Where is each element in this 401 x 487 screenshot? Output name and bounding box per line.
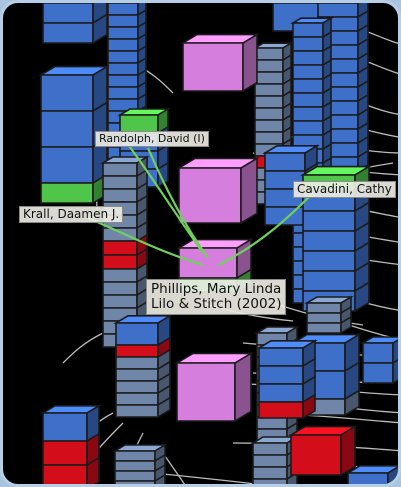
block-stack-7[interactable]: [38, 65, 110, 205]
node-label-text: Krall, Daamen J.: [23, 207, 120, 221]
pink-block-2[interactable]: [176, 156, 260, 225]
node-label-text: Randolph, David (I): [99, 132, 205, 145]
focused-node-title: Lilo & Stitch (2002): [151, 295, 282, 312]
block-stack-12[interactable]: [304, 295, 354, 335]
focused-node-tooltip: Phillips, Mary Linda Lilo & Stitch (2002…: [146, 279, 287, 315]
block-stack-21[interactable]: [288, 425, 358, 477]
node-label-krall[interactable]: Krall, Daamen J.: [19, 206, 124, 224]
block-stack-13[interactable]: [360, 336, 401, 385]
focused-node-name: Phillips, Mary Linda: [151, 281, 282, 297]
node-label-cavadini[interactable]: Cavadini, Cathy: [293, 181, 396, 199]
block-stack-17[interactable]: [256, 339, 318, 420]
pink-block-1[interactable]: [180, 33, 260, 93]
block-stack-1[interactable]: [40, 3, 108, 45]
block-stack-19[interactable]: [112, 443, 168, 487]
block-stack-22[interactable]: [345, 464, 400, 487]
block-stack-18[interactable]: [40, 404, 102, 487]
block-stacks: [38, 3, 401, 487]
block-stack-14[interactable]: [113, 314, 173, 419]
node-label-text: Cavadini, Cathy: [297, 182, 392, 196]
network-canvas[interactable]: [3, 3, 401, 487]
pink-block-3[interactable]: [174, 351, 254, 423]
node-label-randolph[interactable]: Randolph, David (I): [95, 131, 209, 148]
